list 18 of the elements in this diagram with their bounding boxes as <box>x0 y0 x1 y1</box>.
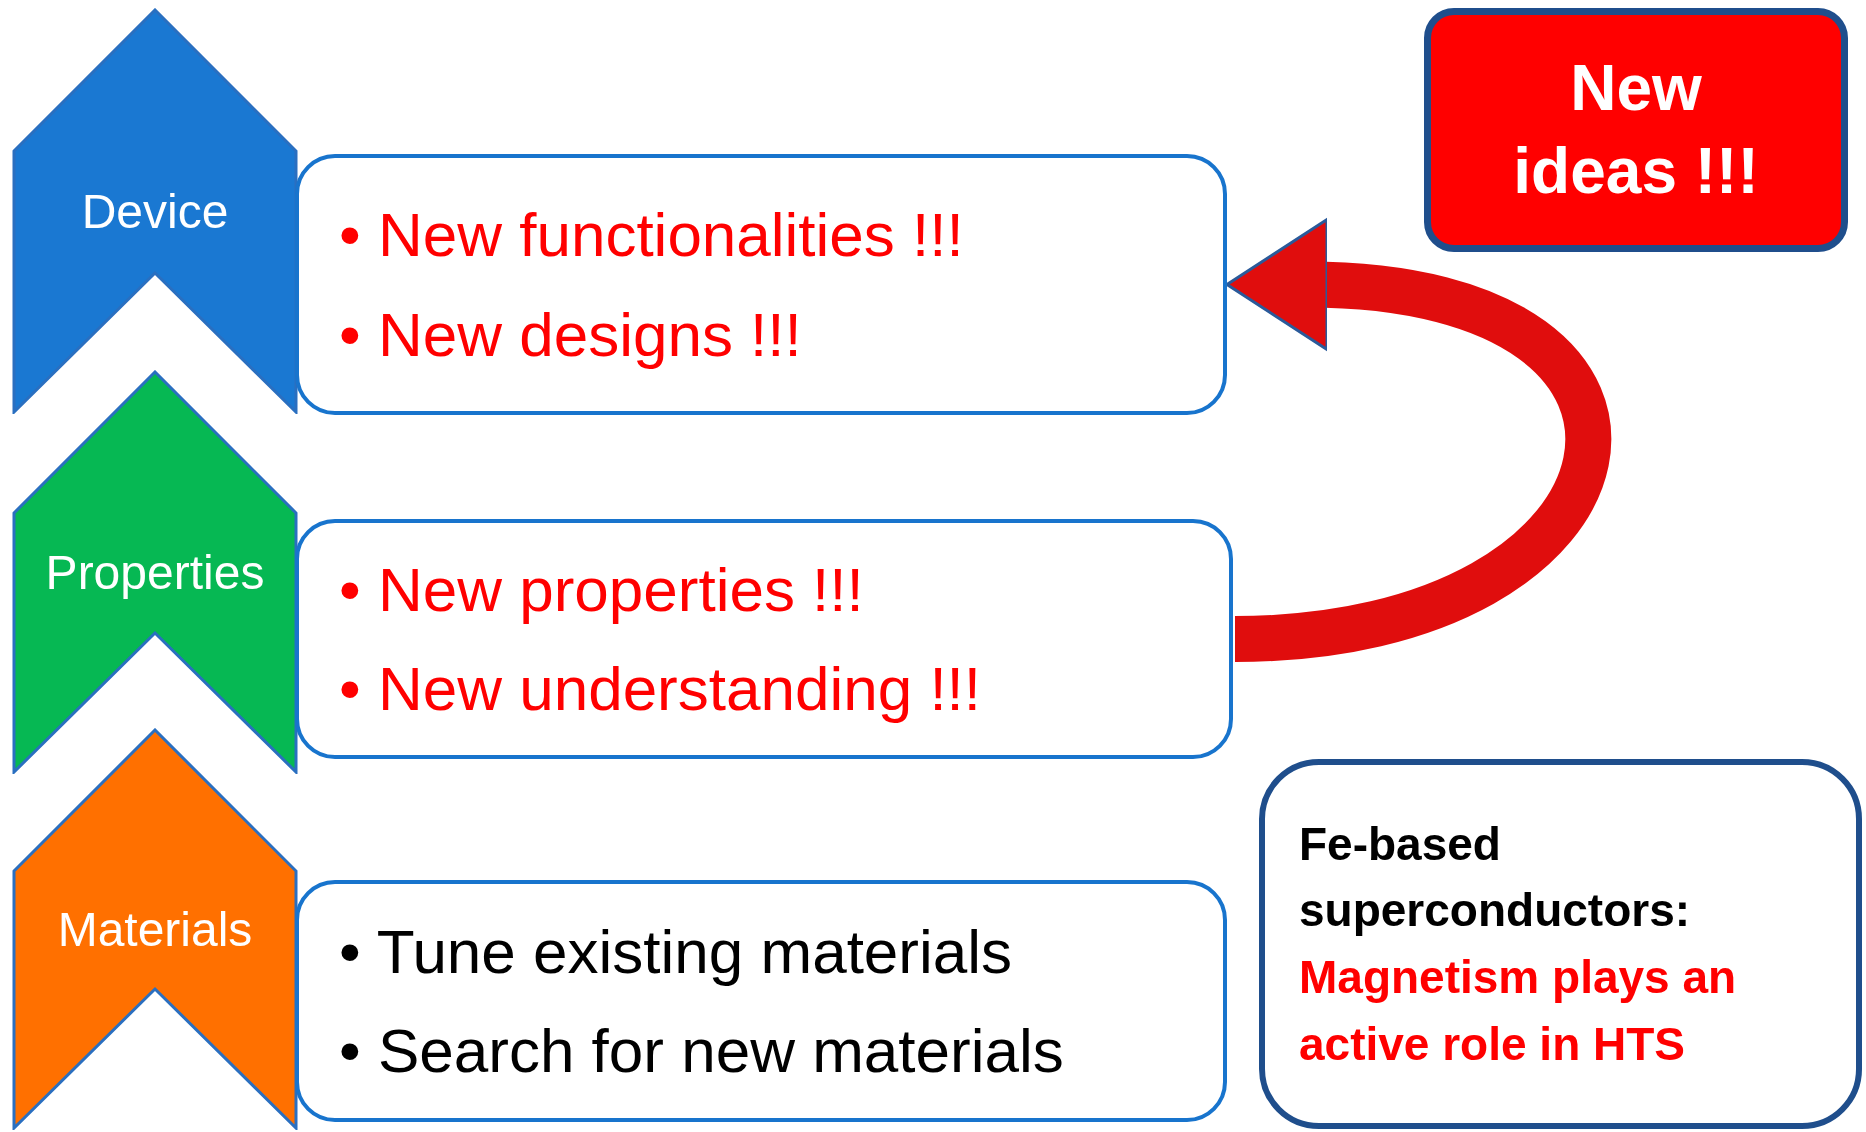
note-box <box>1259 759 1862 1129</box>
stage-label: Properties <box>44 544 266 600</box>
highlight-box <box>1424 8 1848 252</box>
bullet-text: • Search for new materials <box>339 1015 1064 1087</box>
content-box <box>295 154 1227 415</box>
bullet-text: • New properties !!! <box>339 553 864 626</box>
curved-arrow <box>1225 219 1610 662</box>
note-heading: Fe-based superconductors: <box>1299 816 1692 939</box>
bullet-text: • Tune existing materials <box>339 915 1012 988</box>
bullet-text: • New understanding !!! <box>339 653 982 725</box>
stage-label: Device <box>80 183 230 239</box>
bullet-text: • New designs !!! <box>339 298 802 371</box>
content-box <box>295 880 1227 1122</box>
callout-text: New ideas !!! <box>1512 50 1760 209</box>
bullet-text: • New functionalities !!! <box>339 199 964 272</box>
note-text: Magnetism plays an active role in HTS <box>1299 950 1738 1072</box>
content-box <box>295 519 1233 759</box>
stage-label: Materials <box>56 901 254 957</box>
